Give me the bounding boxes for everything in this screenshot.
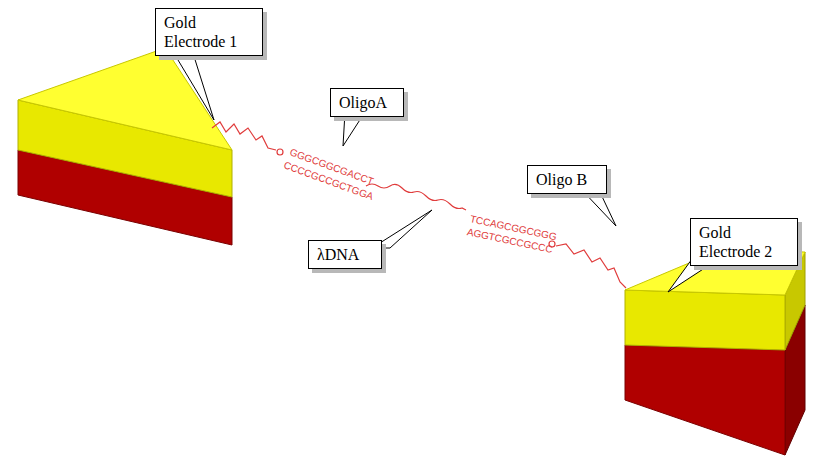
callout-text: λDNA <box>317 245 373 264</box>
callout-tails <box>172 50 714 292</box>
dna-strands <box>212 122 626 288</box>
callout-box: λDNA <box>308 240 382 269</box>
gold-electrode-left <box>18 48 232 245</box>
callout-box: OligoA <box>330 88 404 117</box>
gold-electrode-right <box>625 250 805 455</box>
callout-box: Gold Electrode 2 <box>690 218 798 266</box>
callout-text: Gold Electrode 2 <box>699 223 789 261</box>
callout-text: Gold Electrode 1 <box>164 13 254 51</box>
callout-box: Oligo B <box>527 165 607 194</box>
callout-text: OligoA <box>339 93 395 112</box>
callout-box: Gold Electrode 1 <box>155 8 263 56</box>
callout-text: Oligo B <box>536 170 598 189</box>
